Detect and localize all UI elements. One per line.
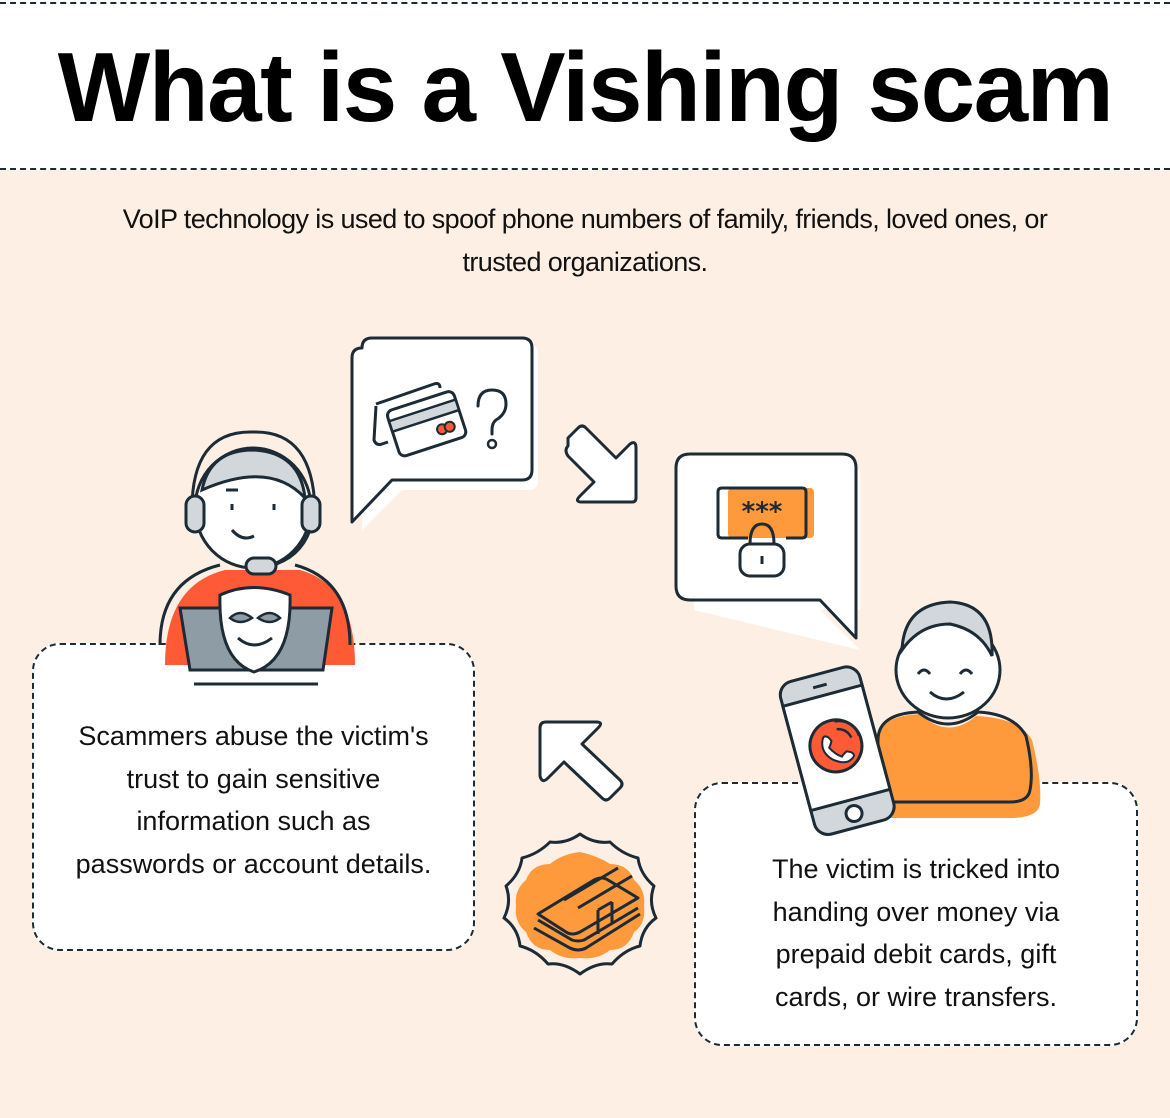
header [0,0,1170,170]
arrow-down-right-icon [564,424,638,504]
arrow-up-left-icon [538,720,624,802]
password-mask: *** [742,497,783,527]
scammer-with-headset-and-mask-icon [158,430,355,686]
page-title: What is a Vishing scam [57,32,1114,142]
header-top-divider [0,2,1170,4]
victim-with-phone-icon [778,600,1041,836]
money-stack-badge-icon [502,832,658,976]
intro-text: VoIP technology is used to spoof phone n… [122,204,1048,277]
scammer-description: Scammers abuse the victim's trust to gai… [75,721,432,879]
header-bottom-divider [0,168,1170,170]
password-lock-icon: *** [674,452,860,650]
victim-description: The victim is tricked into handing over … [771,854,1061,1012]
victim-info-box: The victim is tricked into handing over … [694,782,1138,1046]
credit-card-question-icon [350,336,538,530]
scammer-info-box: Scammers abuse the victim's trust to gai… [32,643,475,951]
